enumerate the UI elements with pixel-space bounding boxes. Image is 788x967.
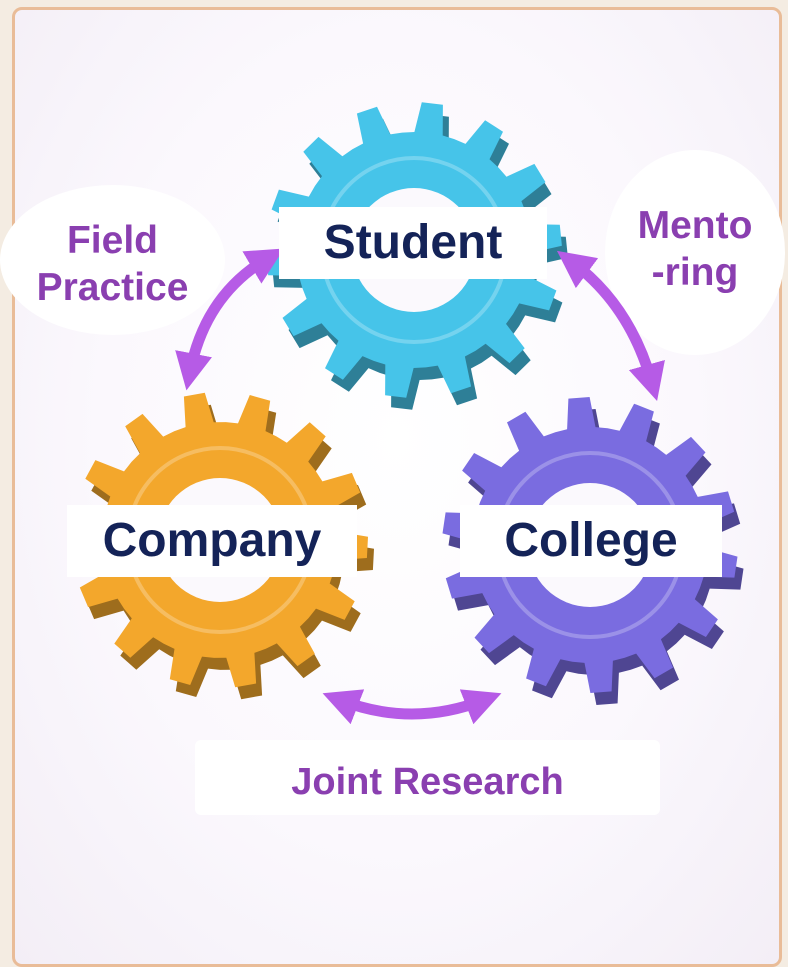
field-practice-arrow <box>175 248 285 391</box>
joint-research-cloud <box>195 740 660 815</box>
company-label: Company <box>67 505 357 577</box>
field-practice-line2: Practice <box>36 265 189 309</box>
student-label: Student <box>279 207 547 279</box>
mentoring-line1: Mento <box>637 204 753 247</box>
mentoring-arrow <box>556 250 665 401</box>
field-practice-label: Field Practice <box>15 218 210 312</box>
joint-research-label: Joint Research <box>291 761 564 803</box>
field-practice-line1: Field <box>66 219 158 262</box>
mentoring-label: Mento -ring <box>615 203 775 297</box>
joint-research-arrow <box>322 689 502 725</box>
mentoring-line2: -ring <box>651 250 739 294</box>
college-label: College <box>460 505 722 577</box>
